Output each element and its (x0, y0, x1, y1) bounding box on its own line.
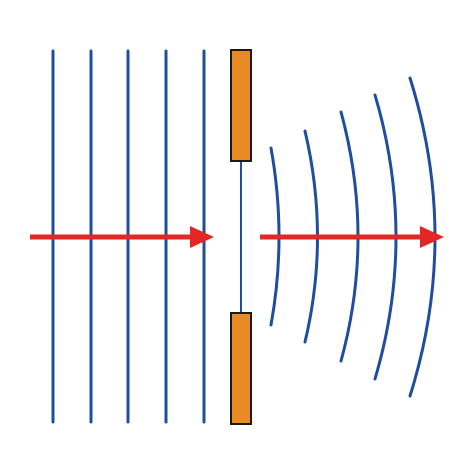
propagation-arrows (30, 226, 444, 248)
barrier-top (230, 49, 252, 162)
incident-direction-arrow (30, 226, 214, 248)
incident-direction-arrow-head (190, 226, 214, 248)
diffracted-direction-arrow-head (420, 226, 444, 248)
barrier (230, 49, 252, 425)
barrier-bottom (230, 312, 252, 425)
diffracted-direction-arrow (260, 226, 444, 248)
